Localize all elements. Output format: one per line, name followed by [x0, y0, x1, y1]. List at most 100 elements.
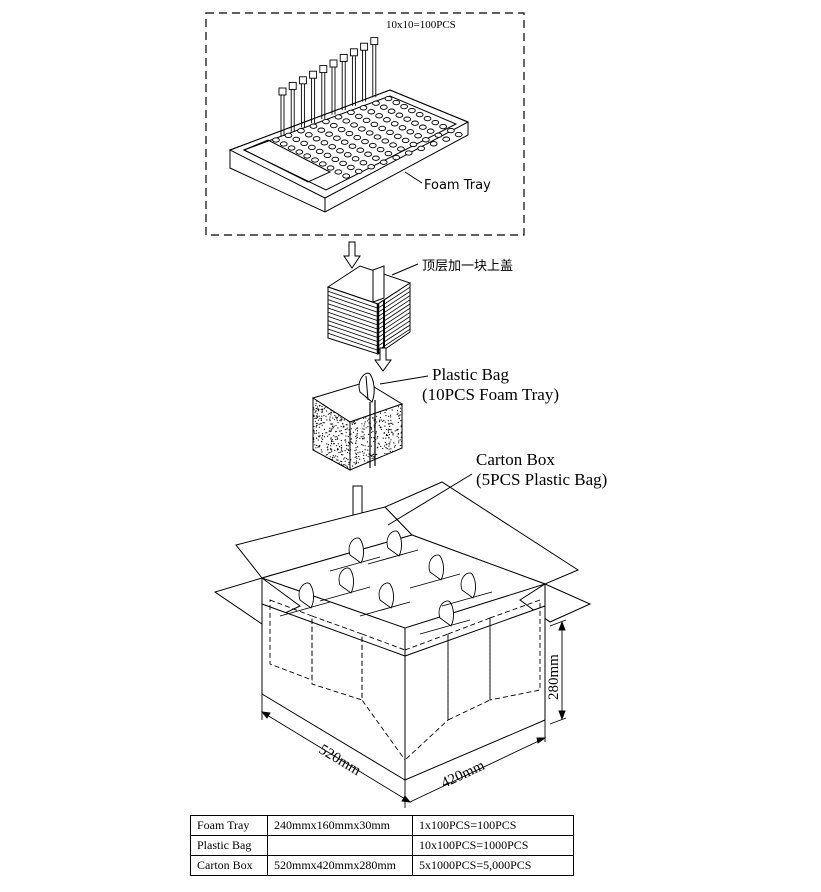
tray-cavity [404, 150, 413, 156]
tray-cavity [272, 137, 280, 143]
tray-cavity [331, 156, 340, 163]
tray-cavity [390, 121, 399, 127]
tray-cavity [447, 127, 455, 134]
row-item: Foam Tray [190, 815, 268, 836]
tray-cavity [284, 132, 293, 139]
table-row: Foam Tray 240mmx160mmx30mm 1x100PCS=100P… [190, 815, 574, 836]
tray-pins [278, 37, 379, 136]
bag-knot [298, 582, 314, 609]
tray-cavity [308, 144, 316, 151]
tray-count-label: 10x10=100PCS [386, 19, 456, 31]
tray-cavity [311, 157, 319, 163]
table-row: Plastic Bag 10x100PCS=1000PCS [190, 835, 574, 856]
plastic-bag-sublabel: (10PCS Foam Tray) [422, 385, 559, 404]
tray-cavity [328, 144, 337, 150]
tray-cavity [415, 111, 424, 118]
tray-cavity [409, 141, 418, 148]
tray-cavity [381, 138, 390, 144]
tray-cavity [398, 125, 407, 131]
tray-cavity [320, 140, 329, 146]
pin-head [288, 81, 297, 90]
row-item: Plastic Bag [190, 835, 268, 856]
bag-knot [348, 537, 364, 564]
tray-cavity [354, 113, 363, 120]
tray-cavity [336, 148, 344, 154]
tray-cavity [383, 117, 391, 123]
tray-cavity [442, 136, 451, 142]
tray-cavity [287, 145, 296, 151]
tray-cavity [375, 113, 383, 119]
tray-cavity [353, 134, 362, 141]
tray-cavity [359, 160, 368, 166]
tray-cavity [400, 103, 408, 110]
tray-cavity [403, 116, 412, 122]
tray-cavity [334, 114, 343, 120]
pin-head [319, 65, 328, 74]
bag-knot [428, 554, 444, 581]
tray-cavity [406, 129, 415, 135]
tray-cavity [317, 127, 326, 133]
tray-cavity [439, 123, 447, 130]
table-row: Carton Box 520mmx420mmx280mm 5x1000PCS=5… [190, 855, 574, 876]
pin-head [349, 48, 358, 57]
tray-cavity [347, 109, 355, 116]
bag-knot [438, 600, 454, 627]
carton-box-label: Carton Box [476, 450, 555, 469]
tray-cavity [300, 140, 308, 147]
tray-cavity [297, 128, 305, 134]
foam-tray-drawing [228, 37, 470, 213]
pin-head [360, 42, 369, 51]
tray-cavity [408, 107, 416, 114]
tray-cavity [414, 133, 422, 139]
tray-cavity [379, 159, 388, 165]
tray-cavity [315, 148, 324, 155]
tray-cavity [362, 117, 371, 124]
dimension-lines [260, 619, 567, 808]
tray-cavity [348, 143, 357, 149]
plastic-bag-drawing [311, 372, 429, 471]
down-arrow-2 [374, 347, 392, 372]
tray-cavity [393, 133, 402, 140]
tray-cavity [339, 160, 347, 167]
row-size [267, 835, 413, 856]
row-qty: 1x100PCS=100PCS [412, 815, 574, 836]
spec-table: Foam Tray 240mmx160mmx30mm 1x100PCS=100P… [190, 815, 574, 876]
tray-cavity [417, 145, 426, 152]
row-size: 520mmx420mmx280mm [267, 855, 413, 876]
bag-knot [460, 572, 476, 599]
bag-knot [378, 582, 394, 609]
row-qty: 5x1000PCS=5,000PCS [412, 855, 574, 876]
tray-cavity [312, 136, 321, 142]
pin-head [298, 76, 307, 85]
tray-cavity [373, 134, 382, 140]
tray-cavity [334, 169, 343, 175]
tray-cavity [356, 147, 365, 153]
tray-cavity [326, 165, 335, 171]
tray-cavity [340, 139, 349, 145]
tray-cavity [343, 152, 352, 158]
top-cover-label: 顶层加一块上盖 [422, 259, 514, 274]
tray-cavity [401, 137, 410, 144]
carton-box-drawing [213, 473, 592, 808]
tray-cavity [365, 130, 374, 136]
foam-tray-label: Foam Tray [424, 178, 491, 193]
tray-cavity [309, 123, 318, 129]
tray-cavity [422, 137, 430, 143]
tray-cavity [345, 130, 354, 137]
tray-cavity [354, 168, 363, 175]
tray-cavity [429, 141, 438, 147]
tray-cavity [372, 155, 380, 161]
tray-cavity [347, 164, 355, 171]
tray-cavity [337, 126, 346, 133]
foam-tray-dashed-frame [205, 12, 525, 236]
tray-cavity [392, 154, 401, 161]
tray-cavity [350, 122, 358, 128]
tray-cavity [454, 131, 463, 138]
tray-cavity [384, 95, 393, 102]
tray-cavity [342, 173, 351, 179]
tray-cavities [272, 95, 463, 179]
row-size: 240mmx160mmx30mm [267, 815, 413, 836]
pin-head [339, 53, 348, 62]
tray-cavity [426, 128, 435, 134]
tray-cavity [392, 99, 401, 106]
